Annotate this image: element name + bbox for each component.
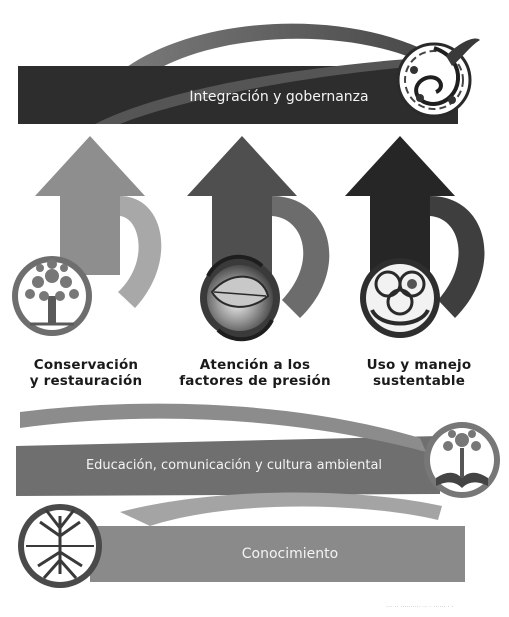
pillar-sustainable-label: Uso y manejo sustentable xyxy=(344,357,494,389)
pillar-pressure-line2: factores de presión xyxy=(179,373,331,389)
pillar-conservation-line2: y restauración xyxy=(29,373,143,389)
integration-band-label: Integración y gobernanza xyxy=(189,89,369,105)
conservation-arrow xyxy=(35,136,162,308)
education-band xyxy=(16,436,440,496)
leaf-cycle-icon xyxy=(200,254,280,342)
pressure-factors-arrow xyxy=(187,136,330,318)
footer-credit: ··· ·· ·········· ·· · ······ · · xyxy=(386,604,454,610)
top-swoop-arc xyxy=(120,23,420,82)
pillar-conservation-line1: Conservación xyxy=(33,357,139,373)
knowledge-band-label: Conocimiento xyxy=(241,546,339,562)
pillar-sustainable-line1: Uso y manejo xyxy=(366,357,472,373)
sustainable-use-arrow xyxy=(345,136,485,318)
education-band-label: Educación, comunicación y cultura ambien… xyxy=(85,458,383,473)
pillar-pressure-label: Atención a los factores de presión xyxy=(170,357,340,389)
integration-band-curve xyxy=(95,58,420,124)
hands-resources-icon xyxy=(360,258,440,338)
knowledge-band xyxy=(90,526,465,582)
pillar-pressure-line1: Atención a los xyxy=(199,357,311,373)
pillar-sustainable-line2: sustentable xyxy=(372,373,466,389)
spiral-feather-icon xyxy=(396,38,480,118)
tree-icon xyxy=(12,256,92,336)
book-tree-icon xyxy=(424,422,500,498)
education-band-swoop xyxy=(20,403,426,452)
knowledge-band-swoop xyxy=(120,492,442,526)
integration-band xyxy=(18,66,458,124)
pillar-conservation-label: Conservación y restauración xyxy=(6,357,166,389)
root-tree-icon xyxy=(18,504,102,588)
